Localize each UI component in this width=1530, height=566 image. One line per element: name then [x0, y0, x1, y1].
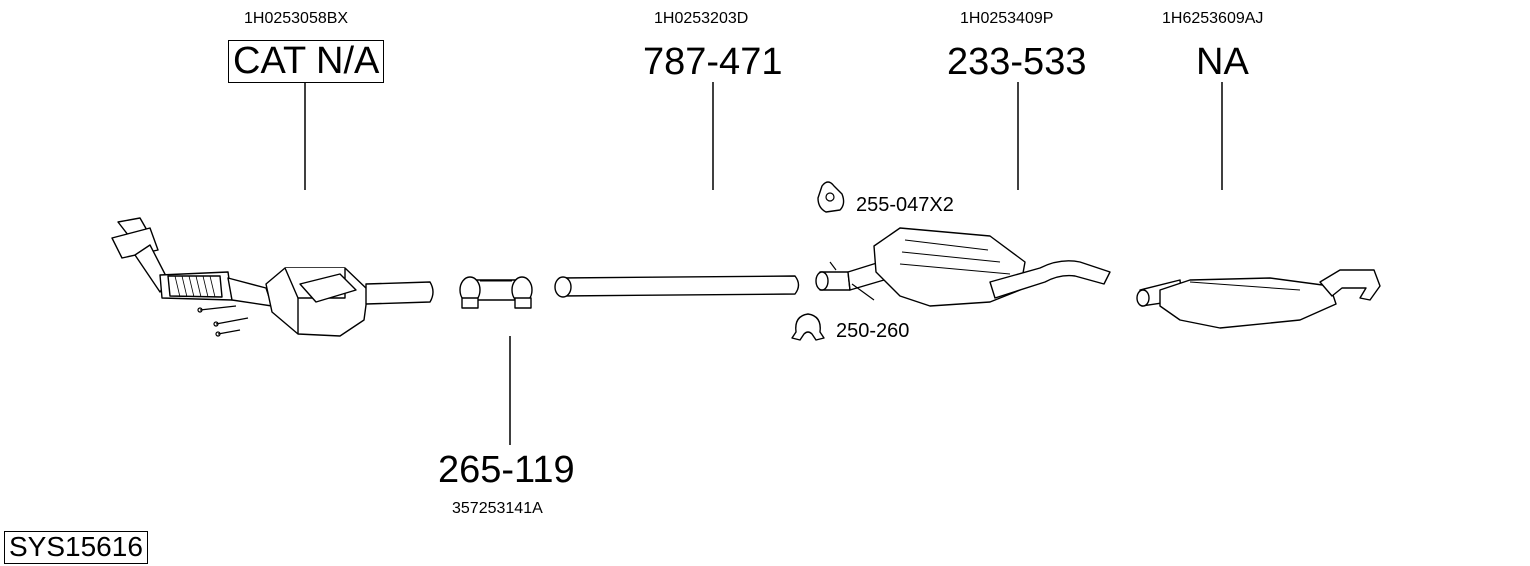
front-pipe-part[interactable] — [554, 275, 800, 298]
catalytic-converter-part[interactable] — [111, 217, 434, 337]
oe-number-middle-silencer: 1H0253409P — [960, 10, 1054, 27]
oe-number-rear-silencer: 1H6253609AJ — [1162, 10, 1264, 27]
system-id-label: SYS15616 — [4, 531, 148, 564]
middle-silencer-part[interactable] — [815, 227, 1111, 307]
part-number-rear-silencer[interactable]: NA — [1196, 41, 1249, 83]
oe-number-front-pipe: 1H0253203D — [654, 10, 749, 27]
oe-number-cat: 1H0253058BX — [244, 10, 349, 27]
part-number-middle-silencer[interactable]: 233-533 — [947, 41, 1087, 83]
accessory-clamp-label[interactable]: 250-260 — [836, 320, 910, 342]
part-number-cat[interactable]: CAT N/A — [228, 40, 385, 83]
accessory-hanger-label[interactable]: 255-047X2 — [856, 194, 954, 216]
part-number-front-pipe[interactable]: 787-471 — [643, 41, 783, 83]
part-number-connector[interactable]: 265-119 — [438, 449, 575, 491]
pipe-clamp-icon — [791, 313, 825, 341]
rear-silencer-part[interactable] — [1136, 269, 1381, 329]
oe-number-connector: 357253141A — [452, 500, 543, 517]
rubber-hanger-icon — [817, 181, 845, 213]
connector-clamp-part[interactable] — [459, 276, 533, 309]
